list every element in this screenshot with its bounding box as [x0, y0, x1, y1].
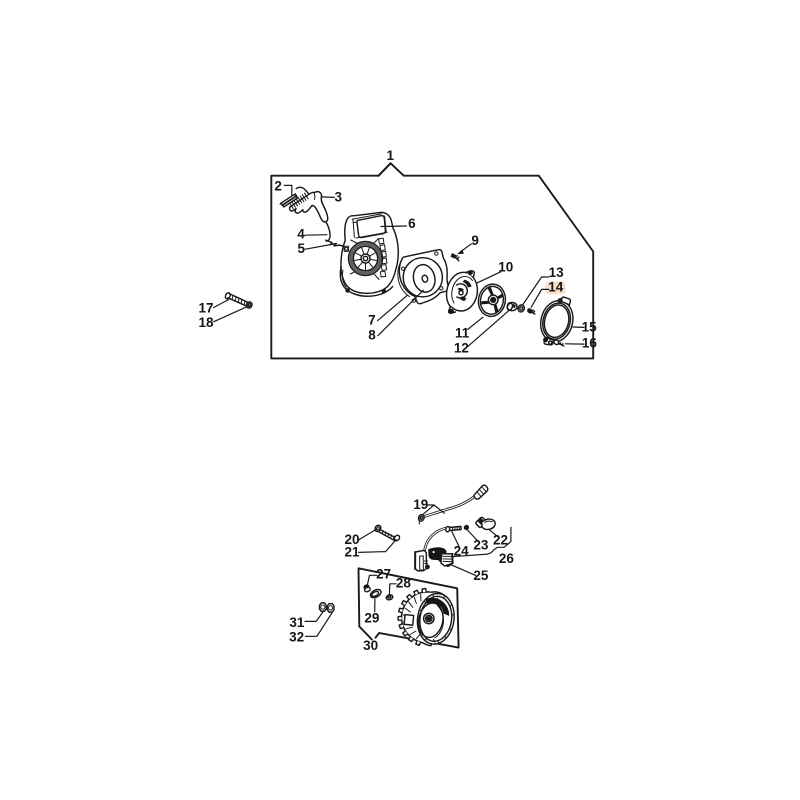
svg-text:3: 3: [334, 190, 342, 205]
svg-text:6: 6: [408, 216, 416, 231]
svg-text:29: 29: [364, 610, 379, 625]
svg-text:7: 7: [368, 312, 376, 327]
svg-text:15: 15: [582, 320, 598, 335]
svg-text:27: 27: [376, 567, 391, 582]
svg-text:20: 20: [344, 532, 359, 547]
svg-text:32: 32: [289, 629, 304, 644]
svg-text:17: 17: [198, 301, 213, 316]
svg-text:14: 14: [548, 280, 564, 295]
svg-text:25: 25: [473, 568, 489, 583]
svg-text:19: 19: [413, 497, 428, 512]
svg-text:18: 18: [198, 315, 214, 330]
svg-text:23: 23: [473, 537, 489, 552]
svg-text:16: 16: [582, 336, 598, 351]
svg-text:24: 24: [454, 544, 470, 559]
svg-text:10: 10: [498, 260, 513, 275]
svg-text:8: 8: [368, 327, 376, 342]
svg-text:30: 30: [363, 638, 378, 653]
svg-text:11: 11: [455, 326, 470, 341]
svg-text:2: 2: [274, 178, 282, 193]
svg-text:1: 1: [386, 148, 394, 163]
svg-text:12: 12: [454, 340, 469, 355]
svg-text:9: 9: [471, 233, 479, 248]
svg-text:26: 26: [499, 551, 515, 566]
svg-text:21: 21: [344, 545, 360, 560]
svg-text:31: 31: [289, 615, 305, 630]
svg-text:28: 28: [396, 576, 412, 591]
svg-text:13: 13: [549, 265, 565, 280]
svg-text:4: 4: [297, 227, 305, 242]
svg-text:5: 5: [297, 241, 305, 256]
svg-text:22: 22: [493, 533, 508, 548]
